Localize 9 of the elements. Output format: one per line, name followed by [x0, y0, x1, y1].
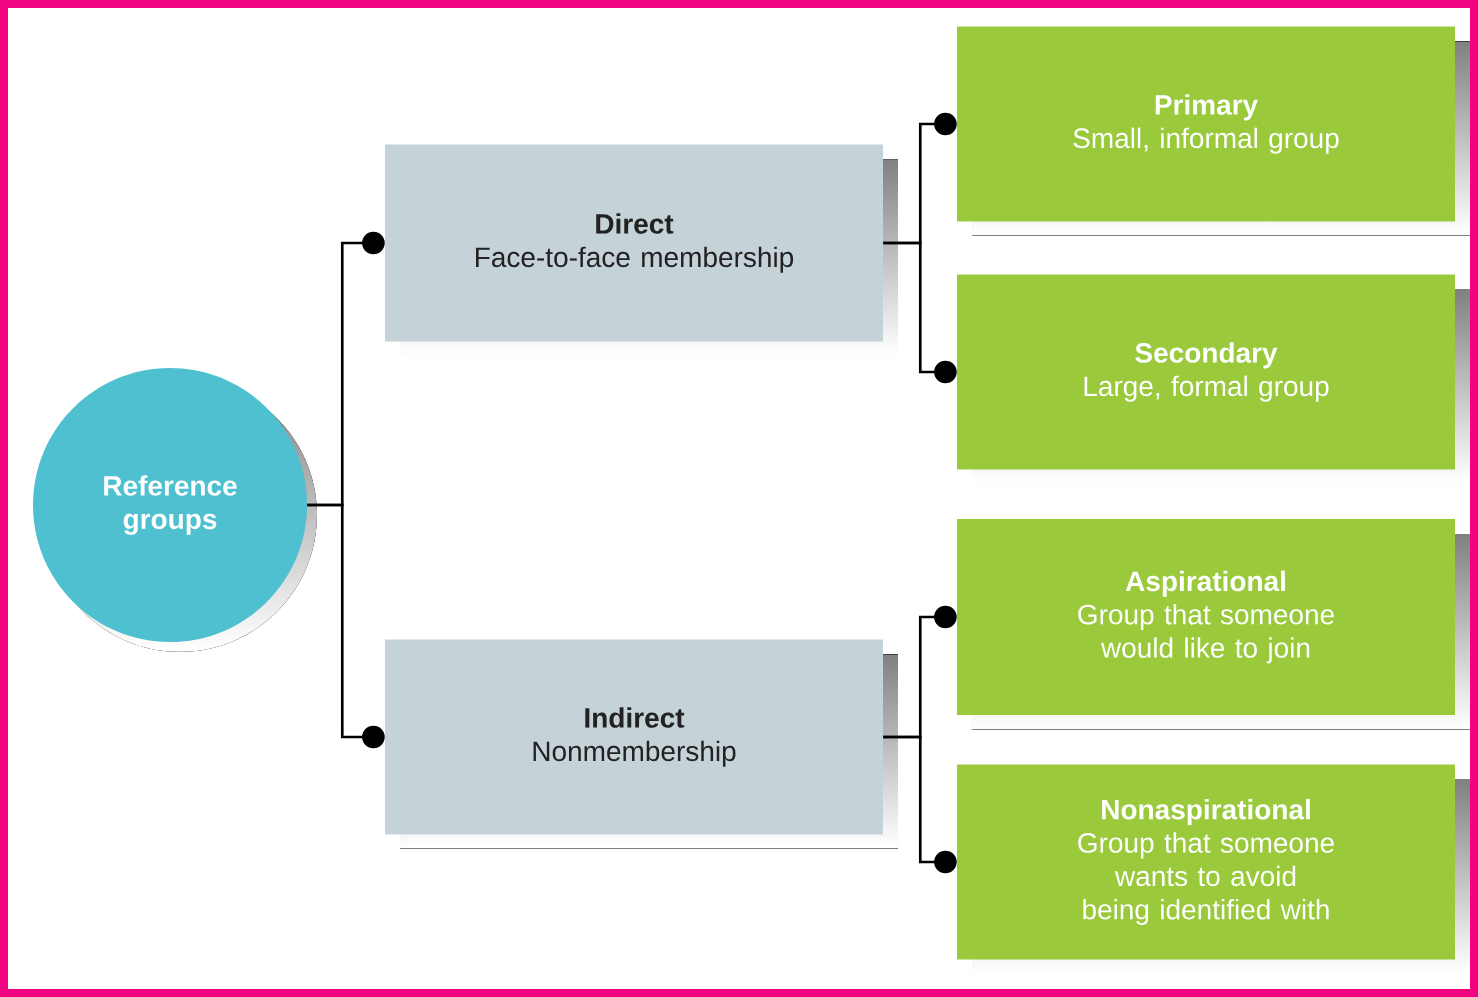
connector — [883, 735, 957, 874]
type-box: Primary Small, informal group — [957, 26, 1470, 236]
type-box: Aspirational Group that someone would like to join — [957, 519, 1470, 730]
connector — [883, 241, 957, 384]
connector — [307, 503, 385, 749]
category-box: Direct Face-to-face membership — [385, 144, 898, 356]
type-box: Nonaspirational Group that someone wants to avoid being identified with — [957, 764, 1470, 974]
type-box: Secondary Large, formal group — [957, 274, 1470, 484]
category-box: Indirect Nonmembership — [385, 639, 898, 849]
